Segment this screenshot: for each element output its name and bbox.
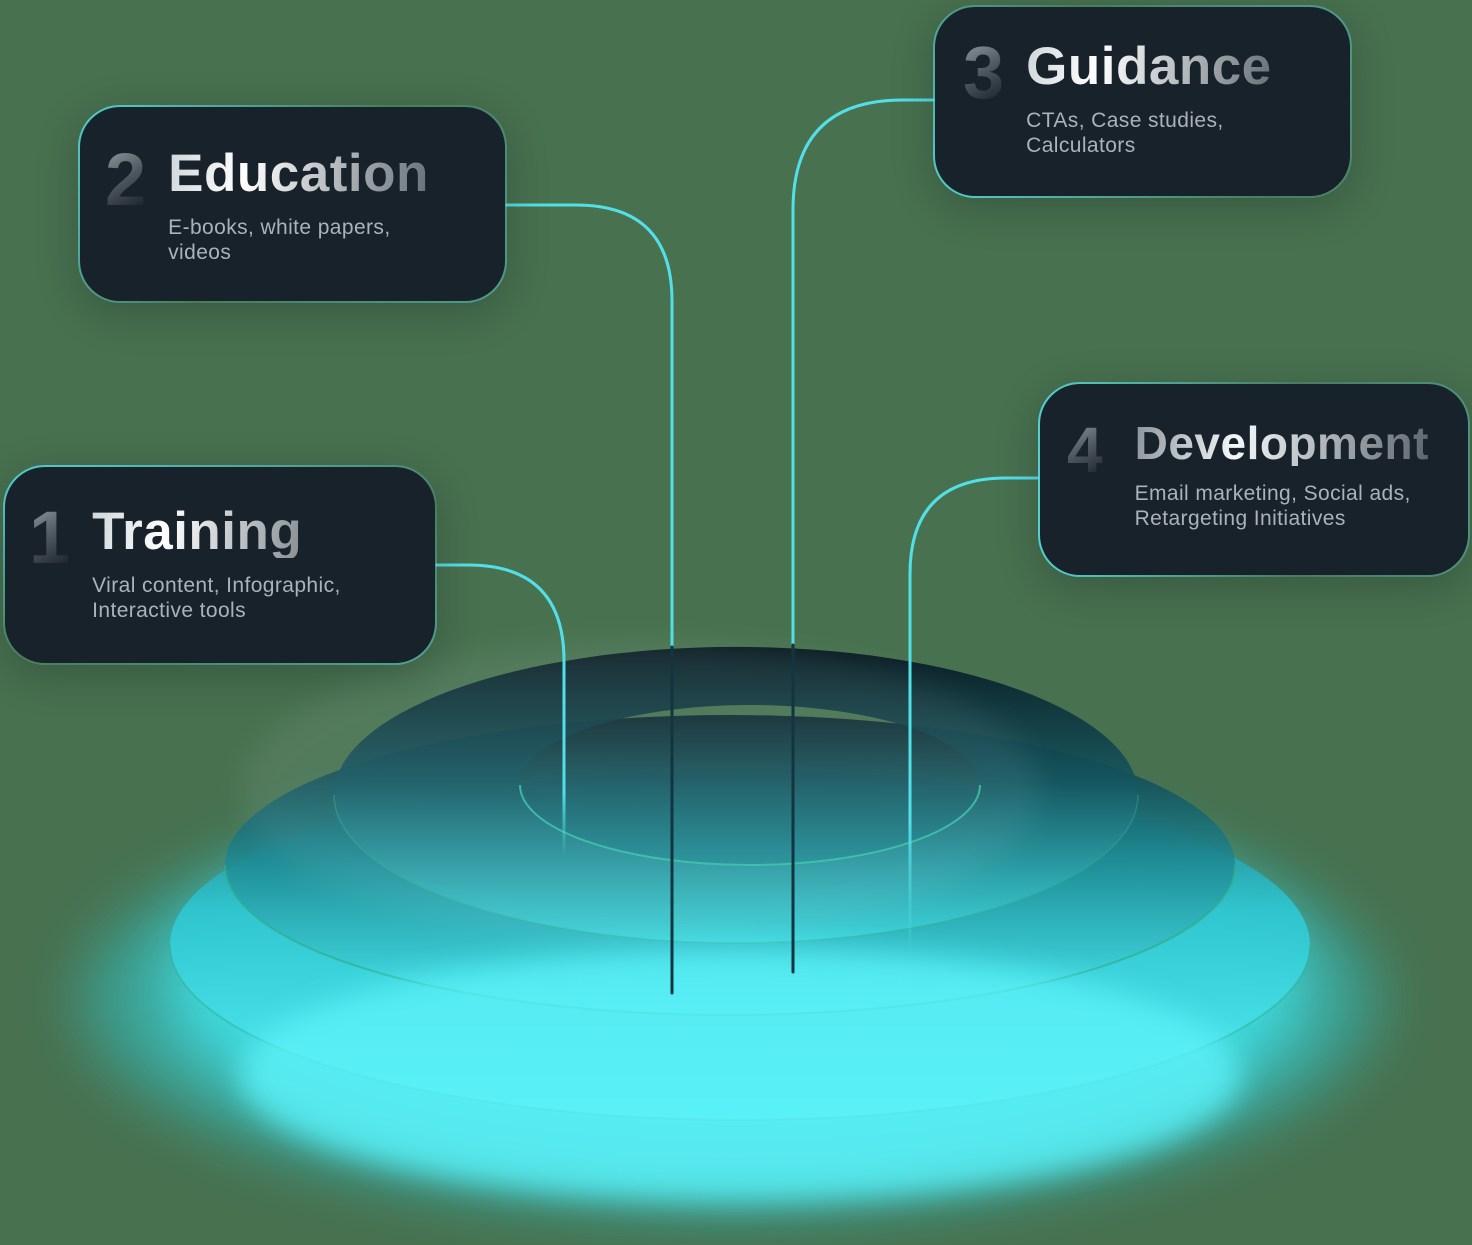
step-title: Guidance xyxy=(1026,37,1272,96)
connector-line-education xyxy=(505,203,674,651)
step-description: Viral content, Infographic, Interactive … xyxy=(92,573,341,623)
step-description-line: Viral content, Infographic, xyxy=(92,574,341,597)
step-number: 4 xyxy=(1067,414,1103,486)
step-card-training: 1 Training Viral content, Infographic, I… xyxy=(3,465,437,665)
step-number: 2 xyxy=(105,138,147,221)
step-description: Email marketing, Social ads, Retargeting… xyxy=(1135,481,1429,531)
step-card-body: Training Viral content, Infographic, Int… xyxy=(92,505,341,623)
step-number: 1 xyxy=(29,496,71,579)
step-description-line: Email marketing, Social ads, xyxy=(1134,482,1411,505)
connector-line-training xyxy=(435,563,566,855)
funnel-front-wash xyxy=(240,950,1240,1200)
funnel-sheen xyxy=(240,640,1040,940)
step-description-line: Calculators xyxy=(1026,134,1136,157)
step-description: CTAs, Case studies, Calculators xyxy=(1026,108,1272,158)
step-title: Training xyxy=(92,505,341,558)
step-description: E-books, white papers, videos xyxy=(168,215,429,265)
step-card-body: Education E-books, white papers, videos xyxy=(168,147,429,265)
connector-line-guidance xyxy=(791,98,935,649)
step-title: Development xyxy=(1134,417,1429,469)
step-description-line: videos xyxy=(168,241,232,264)
step-description-line: E-books, white papers, xyxy=(168,216,391,239)
step-description-line: Retargeting Initiatives xyxy=(1134,507,1346,530)
connector-line-development xyxy=(908,476,1040,954)
step-card-guidance: 3 Guidance CTAs, Case studies, Calculato… xyxy=(933,5,1352,198)
step-description-line: CTAs, Case studies, xyxy=(1026,109,1224,132)
step-card-body: Guidance CTAs, Case studies, Calculators xyxy=(1026,40,1272,158)
step-card-development: 4 Development Email marketing, Social ad… xyxy=(1038,382,1470,577)
step-number: 3 xyxy=(963,31,1005,114)
step-card-body: Development Email marketing, Social ads,… xyxy=(1135,420,1429,531)
step-card-education: 2 Education E-books, white papers, video… xyxy=(78,105,507,303)
step-title: Education xyxy=(168,144,429,203)
step-description-line: Interactive tools xyxy=(92,599,247,622)
